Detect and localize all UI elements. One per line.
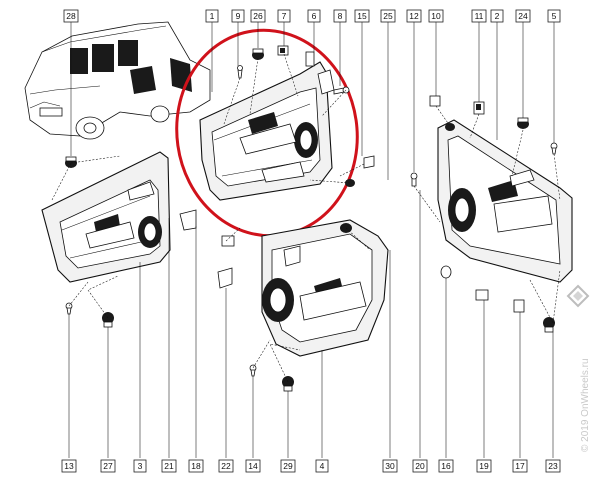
bracket-15-icon (363, 155, 375, 169)
screw-13-icon (65, 302, 73, 315)
callout-15: 15 (357, 11, 367, 21)
brand-logo-icon (566, 284, 590, 308)
callout-13: 13 (64, 461, 74, 471)
door-panel-highlighted (199, 61, 335, 201)
callout-27: 27 (103, 461, 113, 471)
screw-8-icon (333, 86, 350, 95)
clip-2-icon (445, 123, 455, 131)
grommet-29-icon (282, 376, 294, 392)
door-panel-left (41, 151, 171, 283)
clip-7-icon (277, 45, 289, 56)
callout-5: 5 (552, 11, 557, 21)
callout-26: 26 (253, 11, 263, 21)
bracket-18-icon (217, 267, 233, 289)
car-thumbnail (24, 21, 211, 140)
grommet-11-icon (473, 101, 485, 115)
callout-29: 29 (283, 461, 293, 471)
callout-19: 19 (479, 461, 489, 471)
callout-30: 30 (385, 461, 395, 471)
screw-5-icon (550, 142, 558, 155)
clip-16-icon (440, 265, 452, 279)
callouts-top: 28 1 9 26 7 6 8 15 25 12 10 11 2 24 5 (63, 9, 561, 23)
callout-1: 1 (210, 11, 215, 21)
callout-3: 3 (138, 461, 143, 471)
callout-4: 4 (320, 461, 325, 471)
callout-7: 7 (282, 11, 287, 21)
callout-11: 11 (475, 11, 484, 21)
block-19-icon (475, 289, 489, 301)
grommet-24-icon (517, 117, 529, 129)
callout-22: 22 (221, 461, 231, 471)
grommet-27-icon (102, 312, 114, 328)
clip-6-icon (305, 51, 315, 67)
callout-9: 9 (236, 11, 241, 21)
grommet-26-icon (252, 48, 264, 60)
screw-9-icon (237, 65, 243, 79)
callout-8: 8 (338, 11, 343, 21)
callout-6: 6 (312, 11, 317, 21)
door-panel-right (437, 119, 573, 283)
leader-lines (51, 22, 561, 458)
callout-17: 17 (515, 461, 525, 471)
callouts-bottom: 13 27 3 21 18 22 14 29 4 30 20 16 19 17 … (61, 459, 561, 473)
bracket-21-icon (179, 209, 197, 231)
callout-20: 20 (415, 461, 425, 471)
clip-10-icon (429, 95, 441, 107)
callout-16: 16 (441, 461, 451, 471)
callout-28: 28 (66, 11, 76, 21)
screw-12-icon (410, 172, 418, 187)
callout-21: 21 (164, 461, 174, 471)
callout-24: 24 (518, 11, 528, 21)
block-17-icon (513, 299, 525, 313)
callout-2: 2 (495, 11, 500, 21)
callout-10: 10 (431, 11, 441, 21)
callout-18: 18 (191, 461, 201, 471)
callout-25: 25 (383, 11, 393, 21)
callout-14: 14 (248, 461, 258, 471)
door-panel-center (261, 219, 389, 357)
screw-14-icon (249, 364, 257, 377)
block-22-icon (221, 235, 235, 247)
grommet-23-icon (543, 317, 555, 333)
watermark-text: © 2019 OnWheels.ru (580, 358, 591, 452)
callout-23: 23 (548, 461, 558, 471)
callout-12: 12 (409, 11, 419, 21)
